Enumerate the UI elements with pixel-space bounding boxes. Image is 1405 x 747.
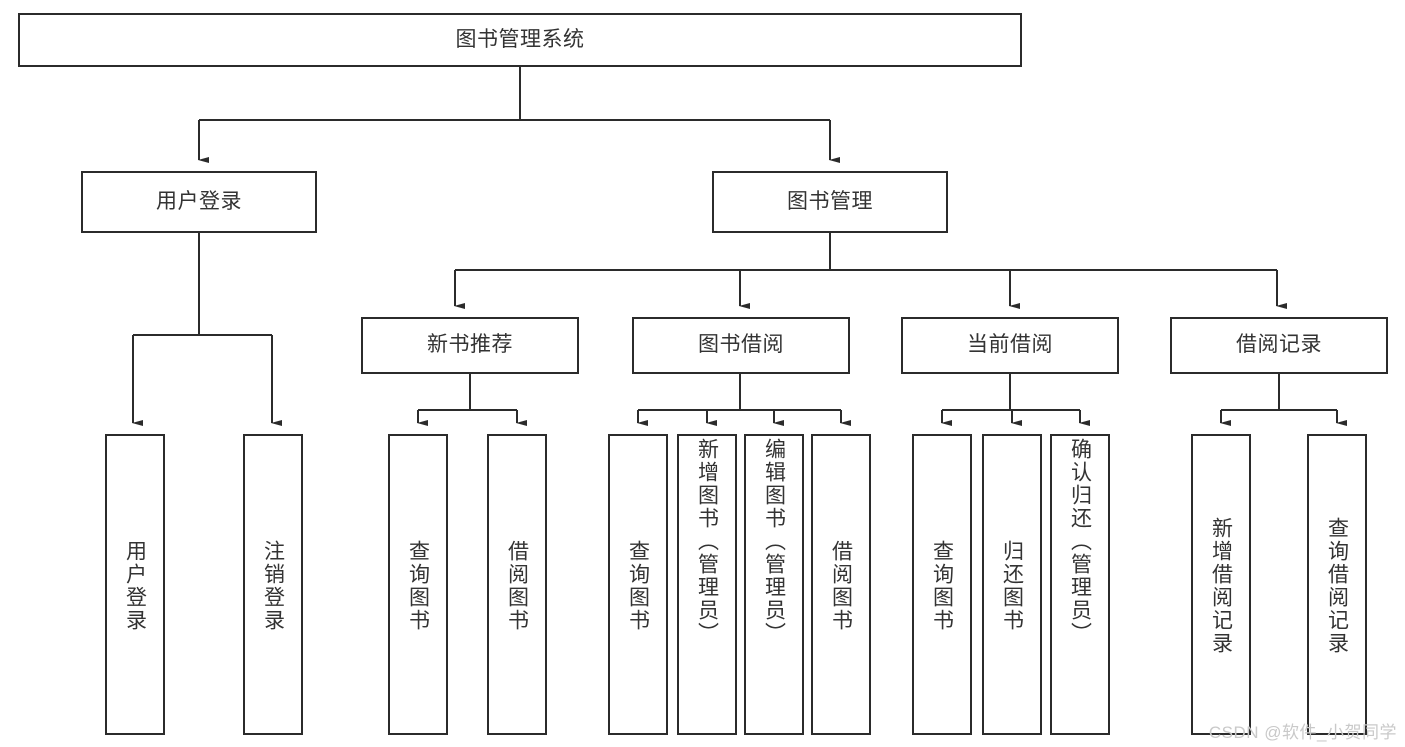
watermark-text: CSDN @软件_小贺同学 bbox=[1208, 723, 1397, 742]
node-leaf-query-record[interactable]: 查询借阅记录 bbox=[1307, 434, 1367, 735]
node-leaf-query-book-2[interactable]: 查询图书 bbox=[608, 434, 668, 735]
node-leaf-add-book-label: 新增图书（管理员） bbox=[695, 438, 719, 645]
node-root[interactable]: 图书管理系统 bbox=[18, 13, 1022, 67]
node-leaf-return-book[interactable]: 归还图书 bbox=[982, 434, 1042, 735]
node-leaf-query-record-label: 查询借阅记录 bbox=[1325, 516, 1349, 655]
node-leaf-user-login[interactable]: 用户登录 bbox=[105, 434, 165, 735]
node-leaf-borrow-book-2[interactable]: 借阅图书 bbox=[811, 434, 871, 735]
node-leaf-borrow-book-1-label: 借阅图书 bbox=[505, 539, 529, 632]
node-leaf-user-login-label: 用户登录 bbox=[123, 539, 147, 632]
node-leaf-confirm-return-label: 确认归还（管理员） bbox=[1068, 438, 1092, 645]
node-book-manage[interactable]: 图书管理 bbox=[712, 171, 948, 233]
node-root-label: 图书管理系统 bbox=[455, 27, 585, 51]
node-new-book-rec[interactable]: 新书推荐 bbox=[361, 317, 579, 374]
node-book-borrow-label: 图书借阅 bbox=[698, 333, 784, 357]
node-leaf-edit-book-label: 编辑图书（管理员） bbox=[762, 438, 786, 645]
node-leaf-logout[interactable]: 注销登录 bbox=[243, 434, 303, 735]
node-current-borrow[interactable]: 当前借阅 bbox=[901, 317, 1119, 374]
node-leaf-query-book-3-label: 查询图书 bbox=[930, 539, 954, 632]
node-leaf-add-record-label: 新增借阅记录 bbox=[1209, 516, 1233, 655]
node-leaf-query-book-2-label: 查询图书 bbox=[626, 539, 650, 632]
node-leaf-return-book-label: 归还图书 bbox=[1000, 539, 1024, 632]
node-leaf-query-book-1-label: 查询图书 bbox=[406, 539, 430, 632]
node-borrow-record[interactable]: 借阅记录 bbox=[1170, 317, 1388, 374]
node-current-borrow-label: 当前借阅 bbox=[967, 333, 1053, 357]
node-user-login[interactable]: 用户登录 bbox=[81, 171, 317, 233]
node-leaf-add-book[interactable]: 新增图书（管理员） bbox=[677, 434, 737, 735]
node-user-login-label: 用户登录 bbox=[156, 189, 242, 213]
node-book-borrow[interactable]: 图书借阅 bbox=[632, 317, 850, 374]
node-leaf-query-book-3[interactable]: 查询图书 bbox=[912, 434, 972, 735]
node-leaf-logout-label: 注销登录 bbox=[261, 539, 285, 632]
node-borrow-record-label: 借阅记录 bbox=[1236, 333, 1322, 357]
node-leaf-edit-book[interactable]: 编辑图书（管理员） bbox=[744, 434, 804, 735]
node-book-manage-label: 图书管理 bbox=[787, 189, 873, 213]
node-leaf-borrow-book-1[interactable]: 借阅图书 bbox=[487, 434, 547, 735]
node-new-book-rec-label: 新书推荐 bbox=[427, 333, 513, 357]
node-leaf-borrow-book-2-label: 借阅图书 bbox=[829, 539, 853, 632]
node-leaf-confirm-return[interactable]: 确认归还（管理员） bbox=[1050, 434, 1110, 735]
node-leaf-query-book-1[interactable]: 查询图书 bbox=[388, 434, 448, 735]
node-leaf-add-record[interactable]: 新增借阅记录 bbox=[1191, 434, 1251, 735]
